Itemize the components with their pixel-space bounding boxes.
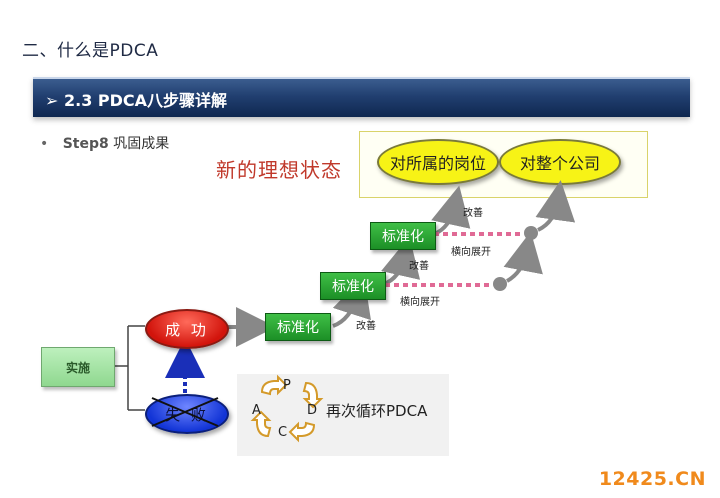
page-title: 二、什么是PDCA <box>22 41 159 61</box>
banner-arrow-icon: ➢ <box>45 91 59 110</box>
section-banner: ➢ 2.3 PDCA八步骤详解 <box>33 77 690 117</box>
pdca-repeat-text: 再次循环PDCA <box>326 402 428 420</box>
standardize-box-3: 标准化 <box>370 222 436 250</box>
horizontal-deploy-label-2: 横向展开 <box>451 247 491 258</box>
banner-label: 2.3 PDCA八步骤详解 <box>63 91 228 110</box>
horizontal-deploy-label-1: 横向展开 <box>400 297 440 308</box>
standardize-box-1: 标准化 <box>265 313 331 341</box>
pdca-letter-p: P <box>283 378 291 393</box>
goal-own-position: 对所属的岗位 <box>377 139 499 185</box>
pdca-letter-d: D <box>307 403 318 418</box>
pdca-letter-a: A <box>252 403 261 418</box>
bullet-icon: • <box>40 136 49 152</box>
watermark-logo: 12425.CN <box>598 468 706 490</box>
goal-whole-company: 对整个公司 <box>499 139 621 185</box>
improve-label-2: 改善 <box>409 261 429 272</box>
step-heading: • Step8 巩固成果 <box>40 133 169 153</box>
step-text: 巩固成果 <box>113 136 170 152</box>
success-ellipse: 成 功 <box>145 309 229 349</box>
failure-label: 失 败 <box>165 405 209 424</box>
new-ideal-state-label: 新的理想状态 <box>216 158 342 182</box>
implement-box: 实施 <box>41 347 115 387</box>
step-number: Step8 <box>62 136 109 152</box>
improve-label-1: 改善 <box>356 321 376 332</box>
banner-title: ➢ 2.3 PDCA八步骤详解 <box>45 87 227 111</box>
improve-label-3: 改善 <box>463 208 483 219</box>
standardize-box-2: 标准化 <box>320 272 386 300</box>
pdca-letter-c: C <box>278 425 288 440</box>
